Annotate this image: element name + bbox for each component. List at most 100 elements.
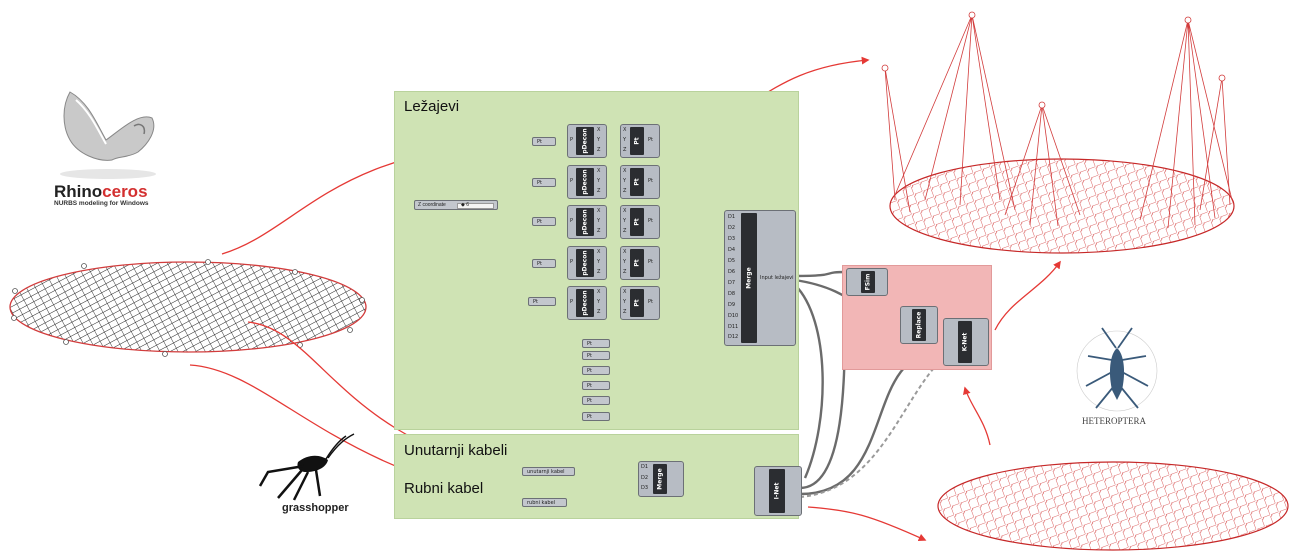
pdecon-component[interactable]: pDecon P X Y Z <box>567 205 607 239</box>
pin-x[interactable]: X <box>597 208 601 214</box>
pin-z[interactable]: Z <box>623 147 627 153</box>
pt-param[interactable]: Pt <box>582 412 610 421</box>
pin-x[interactable]: X <box>623 289 627 295</box>
merge-input-d10[interactable]: D10 <box>728 313 739 319</box>
replace-component[interactable]: Replace <box>900 306 938 344</box>
pt-param[interactable]: Pt <box>582 339 610 348</box>
fsim-component[interactable]: FSim <box>846 268 888 296</box>
pin-x[interactable]: X <box>623 249 627 255</box>
pdecon-label: pDecon <box>581 128 589 154</box>
pin-pt[interactable]: Pt <box>648 137 653 143</box>
small-merge-component[interactable]: Merge D1 D2 D3 <box>638 461 684 497</box>
merge-input-d3[interactable]: D3 <box>728 236 736 242</box>
grasshopper-name: grasshopper <box>282 502 349 514</box>
pt-param[interactable]: Pt <box>582 381 610 390</box>
pdecon-component[interactable]: pDecon P X Y Z <box>567 165 607 199</box>
pin-y[interactable]: Y <box>623 137 627 143</box>
pdecon-component[interactable]: pDecon P X Y Z <box>567 286 607 320</box>
z-coordinate-slider[interactable]: Z coordinate ◆ 6 <box>414 200 498 210</box>
pt-label: Pt <box>633 299 641 307</box>
pt-param[interactable]: Pt <box>532 259 556 268</box>
pin-p[interactable]: P <box>570 137 574 143</box>
edge-cable-param[interactable]: rubni kabel <box>522 498 567 507</box>
pin-z[interactable]: Z <box>623 269 627 275</box>
pt-construct-component[interactable]: Pt X Y Z Pt <box>620 124 660 158</box>
pin-pt[interactable]: Pt <box>648 218 653 224</box>
pin-p[interactable]: P <box>570 259 574 265</box>
pin-y[interactable]: Y <box>597 299 601 305</box>
pin-p[interactable]: P <box>570 218 574 224</box>
pin-x[interactable]: X <box>623 127 627 133</box>
pin-p[interactable]: P <box>570 299 574 305</box>
pin-y[interactable]: Y <box>623 259 627 265</box>
merge-label: Merge <box>745 267 753 289</box>
pdecon-component[interactable]: pDecon P X Y Z <box>567 124 607 158</box>
rhino-name-dark: Rhino <box>54 182 103 201</box>
pt-param[interactable]: Pt <box>582 396 610 405</box>
pt-param[interactable]: Pt <box>582 351 610 360</box>
merge-input-d4[interactable]: D4 <box>728 247 736 253</box>
pin-y[interactable]: Y <box>623 299 627 305</box>
cables-group[interactable] <box>394 434 799 519</box>
pin-z[interactable]: Z <box>597 147 601 153</box>
pin-y[interactable]: Y <box>597 178 601 184</box>
merge-input-d1[interactable]: D1 <box>728 214 736 220</box>
pt-param[interactable]: Pt <box>532 217 556 226</box>
pin-y[interactable]: Y <box>597 218 601 224</box>
small-merge-input-d1[interactable]: D1 <box>641 464 649 470</box>
pin-z[interactable]: Z <box>597 269 601 275</box>
pt-param[interactable]: Pt <box>532 178 556 187</box>
slider-track[interactable] <box>457 203 494 209</box>
pin-z[interactable]: Z <box>597 188 601 194</box>
pin-x[interactable]: X <box>623 208 627 214</box>
pin-x[interactable]: X <box>623 168 627 174</box>
pin-y[interactable]: Y <box>623 218 627 224</box>
heteroptera-logo: HETEROPTERA <box>1072 326 1162 430</box>
pt-construct-component[interactable]: Pt X Y Z Pt <box>620 165 660 199</box>
merge-component[interactable]: Merge D1 D2 D3 D4 D5 D6 D7 D8 D9 D10 D11… <box>724 210 796 346</box>
pin-z[interactable]: Z <box>623 188 627 194</box>
pin-y[interactable]: Y <box>623 178 627 184</box>
pin-x[interactable]: X <box>597 127 601 133</box>
pdecon-label: pDecon <box>581 250 589 276</box>
inet-component[interactable]: I-Net <box>754 466 802 516</box>
pin-z[interactable]: Z <box>623 309 627 315</box>
pin-z[interactable]: Z <box>597 228 601 234</box>
pdecon-label: pDecon <box>581 169 589 195</box>
pt-construct-component[interactable]: Pt X Y Z Pt <box>620 246 660 280</box>
pt-param[interactable]: Pt <box>582 366 610 375</box>
pin-x[interactable]: X <box>597 249 601 255</box>
small-merge-input-d3[interactable]: D3 <box>641 485 649 491</box>
knet-component[interactable]: K-Net <box>943 318 989 366</box>
merge-input-d9[interactable]: D9 <box>728 302 736 308</box>
pt-param[interactable]: Pt <box>532 137 556 146</box>
pdecon-component[interactable]: pDecon P X Y Z <box>567 246 607 280</box>
merge-input-d12[interactable]: D12 <box>728 334 739 340</box>
merge-input-d8[interactable]: D8 <box>728 291 736 297</box>
pin-pt[interactable]: Pt <box>648 299 653 305</box>
merge-input-d2[interactable]: D2 <box>728 225 736 231</box>
pin-y[interactable]: Y <box>597 259 601 265</box>
merge-input-d11[interactable]: D11 <box>728 324 739 330</box>
merge-output[interactable]: Input ležajevi <box>760 275 794 281</box>
inner-cable-param[interactable]: unutarnji kabel <box>522 467 575 476</box>
pin-z[interactable]: Z <box>623 228 627 234</box>
pin-y[interactable]: Y <box>597 137 601 143</box>
pt-construct-component[interactable]: Pt X Y Z Pt <box>620 205 660 239</box>
small-merge-input-d2[interactable]: D2 <box>641 475 649 481</box>
merge-input-d6[interactable]: D6 <box>728 269 736 275</box>
pt-param[interactable]: Pt <box>528 297 556 306</box>
pt-label: Pt <box>633 178 641 186</box>
pin-p[interactable]: P <box>570 178 574 184</box>
pin-x[interactable]: X <box>597 168 601 174</box>
pt-construct-component[interactable]: Pt X Y Z Pt <box>620 286 660 320</box>
merge-input-d7[interactable]: D7 <box>728 280 736 286</box>
merge-input-d5[interactable]: D5 <box>728 258 736 264</box>
pin-z[interactable]: Z <box>597 309 601 315</box>
pin-x[interactable]: X <box>597 289 601 295</box>
pin-pt[interactable]: Pt <box>648 259 653 265</box>
dashed-wire <box>799 357 944 498</box>
pin-pt[interactable]: Pt <box>648 178 653 184</box>
inner-cables-label: Unutarnji kabeli <box>404 442 508 459</box>
